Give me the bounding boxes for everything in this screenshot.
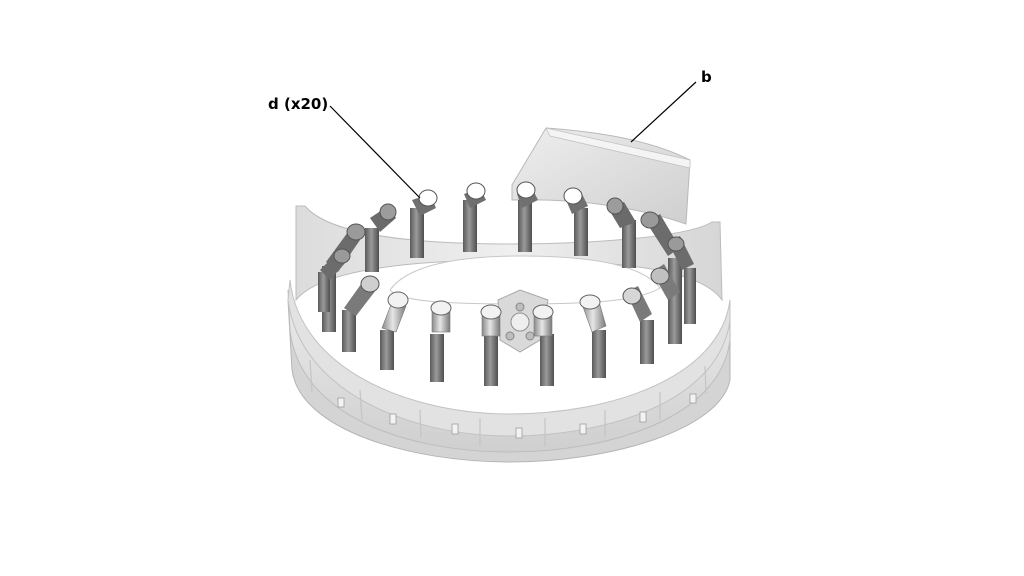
tube xyxy=(622,286,654,364)
callout-b: b xyxy=(630,68,712,143)
tube xyxy=(318,248,351,312)
tube xyxy=(606,197,636,268)
tube xyxy=(650,264,682,344)
callout-d: d (x20) xyxy=(268,95,421,199)
tube xyxy=(380,291,409,370)
tube xyxy=(430,300,452,382)
tube xyxy=(667,236,696,324)
tube xyxy=(463,182,486,252)
tube xyxy=(365,203,397,272)
tube xyxy=(480,304,502,386)
tube xyxy=(563,187,588,256)
tube xyxy=(532,304,554,386)
tube xyxy=(516,181,538,252)
inner-wall xyxy=(295,205,723,305)
tube xyxy=(410,189,438,258)
tube-group-front xyxy=(380,291,607,386)
callout-label-b: b xyxy=(701,68,712,86)
leader-line-d xyxy=(329,105,421,199)
housing-base xyxy=(287,279,731,463)
shield-plate-b xyxy=(511,127,691,225)
leader-line-b xyxy=(630,81,697,143)
housing-slots xyxy=(337,393,697,439)
tube xyxy=(342,275,380,352)
tube-group-back xyxy=(365,181,636,272)
tube-group-sides xyxy=(318,211,696,364)
tube xyxy=(579,294,607,378)
callout-label-d: d (x20) xyxy=(268,95,328,113)
